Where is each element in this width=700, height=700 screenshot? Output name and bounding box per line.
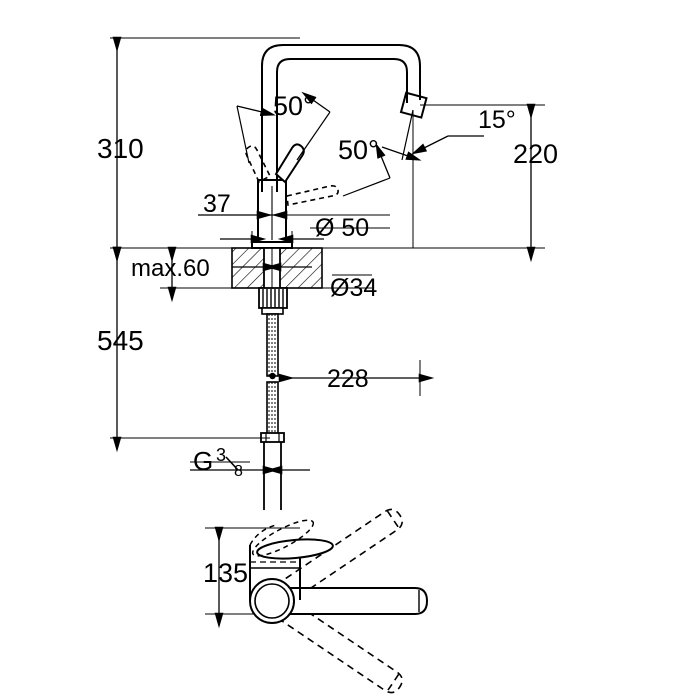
faucet-top-view (205, 508, 429, 694)
label-max60: max.60 (131, 255, 210, 282)
label-angle-50-right: 50° (338, 135, 379, 165)
label-d50: Ø 50 (315, 214, 369, 242)
dim-d34 (232, 262, 372, 289)
dimension-labels: 310 545 220 max.60 37 Ø 50 Ø34 228 G 3 8… (97, 91, 558, 588)
label-37: 37 (203, 190, 231, 218)
label-d34: Ø34 (330, 274, 377, 302)
label-135: 135 (203, 558, 248, 588)
tail-pipe (263, 442, 282, 510)
spout-position-center (271, 587, 429, 615)
label-angle-15: 15° (478, 106, 516, 134)
dim-d50 (258, 196, 390, 240)
flex-hose-upper (266, 313, 279, 380)
spout-position-lower-dashed (265, 591, 403, 694)
lever-plan-dashed (249, 519, 315, 557)
lever-plan-solid (256, 538, 334, 560)
lever-dashed-right (286, 185, 339, 206)
label-thread: G 3 8 (193, 445, 243, 480)
dimension-lines-elevation (110, 36, 545, 475)
dim-228 (278, 360, 435, 396)
label-thread-denominator: 8 (234, 463, 243, 480)
label-310: 310 (97, 133, 144, 164)
label-220: 220 (513, 139, 558, 169)
dim-37 (198, 196, 273, 240)
lever-dashed-left (245, 145, 272, 184)
flex-hose-lower (266, 381, 279, 436)
fixing-nut (258, 287, 288, 315)
dim-thread (190, 461, 310, 475)
angle-leaders (236, 91, 484, 248)
dim-d50-flange (220, 231, 324, 248)
spout-position-upper-dashed (265, 508, 403, 611)
label-228: 228 (327, 365, 369, 393)
label-angle-50-left: 50° (273, 91, 314, 121)
label-thread-letter: G (193, 446, 213, 476)
label-thread-numerator: 3 (216, 445, 226, 465)
spout-outlet (399, 91, 428, 119)
lever-solid (274, 143, 305, 184)
body-plan (249, 545, 301, 624)
label-545: 545 (97, 325, 144, 356)
